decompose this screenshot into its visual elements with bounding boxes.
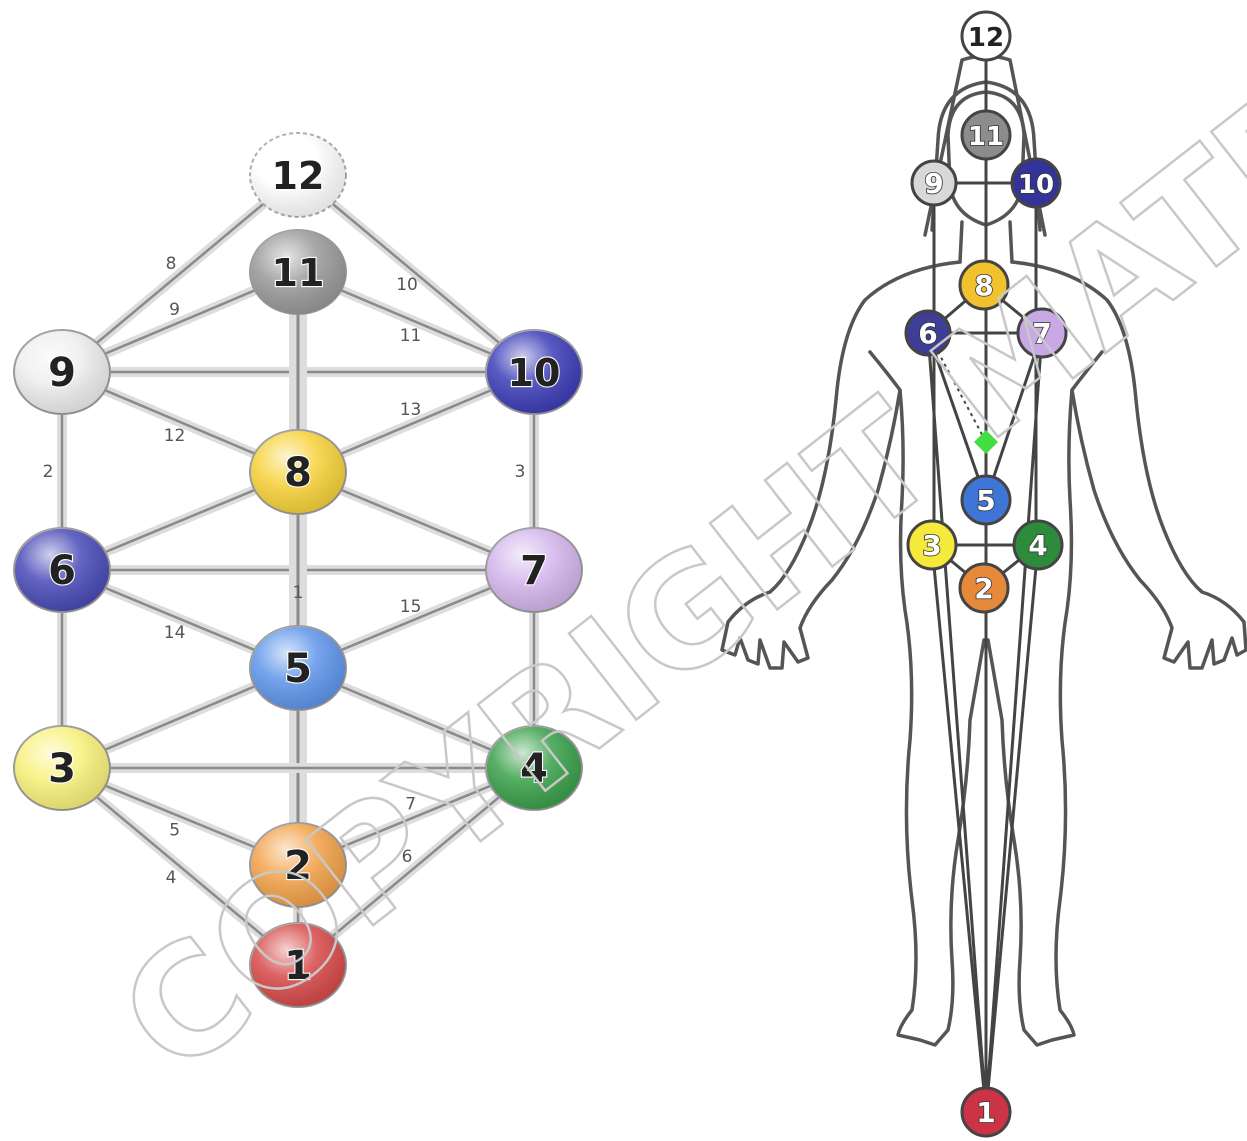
tree-path-label: 5 — [169, 820, 180, 840]
tree-path-label: 14 — [164, 623, 186, 643]
body-node-10: 10 — [1012, 159, 1060, 207]
body-node-11: 11 — [962, 111, 1010, 159]
body-node-label: 1 — [976, 1096, 995, 1129]
body-node-label: 9 — [924, 167, 943, 200]
tree-node-label: 8 — [284, 450, 312, 496]
tree-path-label: 2 — [43, 462, 54, 482]
body-node-12: 12 — [962, 12, 1010, 60]
tree-node-label: 6 — [48, 548, 76, 594]
body-node-4: 4 — [1014, 521, 1062, 569]
tree-path-label: 15 — [400, 597, 422, 617]
tree-node-label: 3 — [48, 746, 76, 792]
tree-node-label: 11 — [272, 251, 325, 295]
body-node-9: 9 — [912, 161, 956, 205]
tree-node-label: 12 — [272, 154, 325, 198]
body-node-2: 2 — [960, 564, 1008, 612]
tree-path-label: 12 — [164, 426, 186, 446]
tree-node-3: 3 — [14, 726, 110, 810]
tree-node-11: 11 — [250, 230, 346, 314]
tree-path-label: 4 — [166, 868, 177, 888]
body-node-label: 4 — [1028, 529, 1047, 562]
body-node-label: 12 — [968, 23, 1004, 53]
tree-node-5: 5 — [250, 626, 346, 710]
tree-path-label: 10 — [396, 275, 418, 295]
tree-node-label: 7 — [520, 548, 548, 594]
tree-node-8: 8 — [250, 430, 346, 514]
tree-node-6: 6 — [14, 528, 110, 612]
body-node-label: 2 — [974, 572, 993, 605]
tree-path-label: 1 — [293, 583, 304, 603]
tree-node-9: 9 — [14, 330, 110, 414]
tree-node-12: 12 — [250, 133, 346, 217]
tree-node-10: 10 — [486, 330, 582, 414]
tree-node-label: 10 — [508, 351, 561, 395]
tree-path-label: 3 — [515, 462, 526, 482]
body-node-label: 11 — [968, 122, 1004, 152]
body-connection-line — [986, 545, 1038, 1112]
tree-path-label: 11 — [400, 326, 422, 346]
tree-path-label: 9 — [169, 300, 180, 320]
tree-node-label: 5 — [284, 646, 312, 692]
tree-node-label: 9 — [48, 350, 76, 396]
tree-path-label: 8 — [166, 254, 177, 274]
tree-path-label: 13 — [400, 400, 422, 420]
body-connection-line — [932, 545, 986, 1112]
body-node-label: 10 — [1018, 170, 1054, 200]
body-node-1: 1 — [962, 1088, 1010, 1136]
